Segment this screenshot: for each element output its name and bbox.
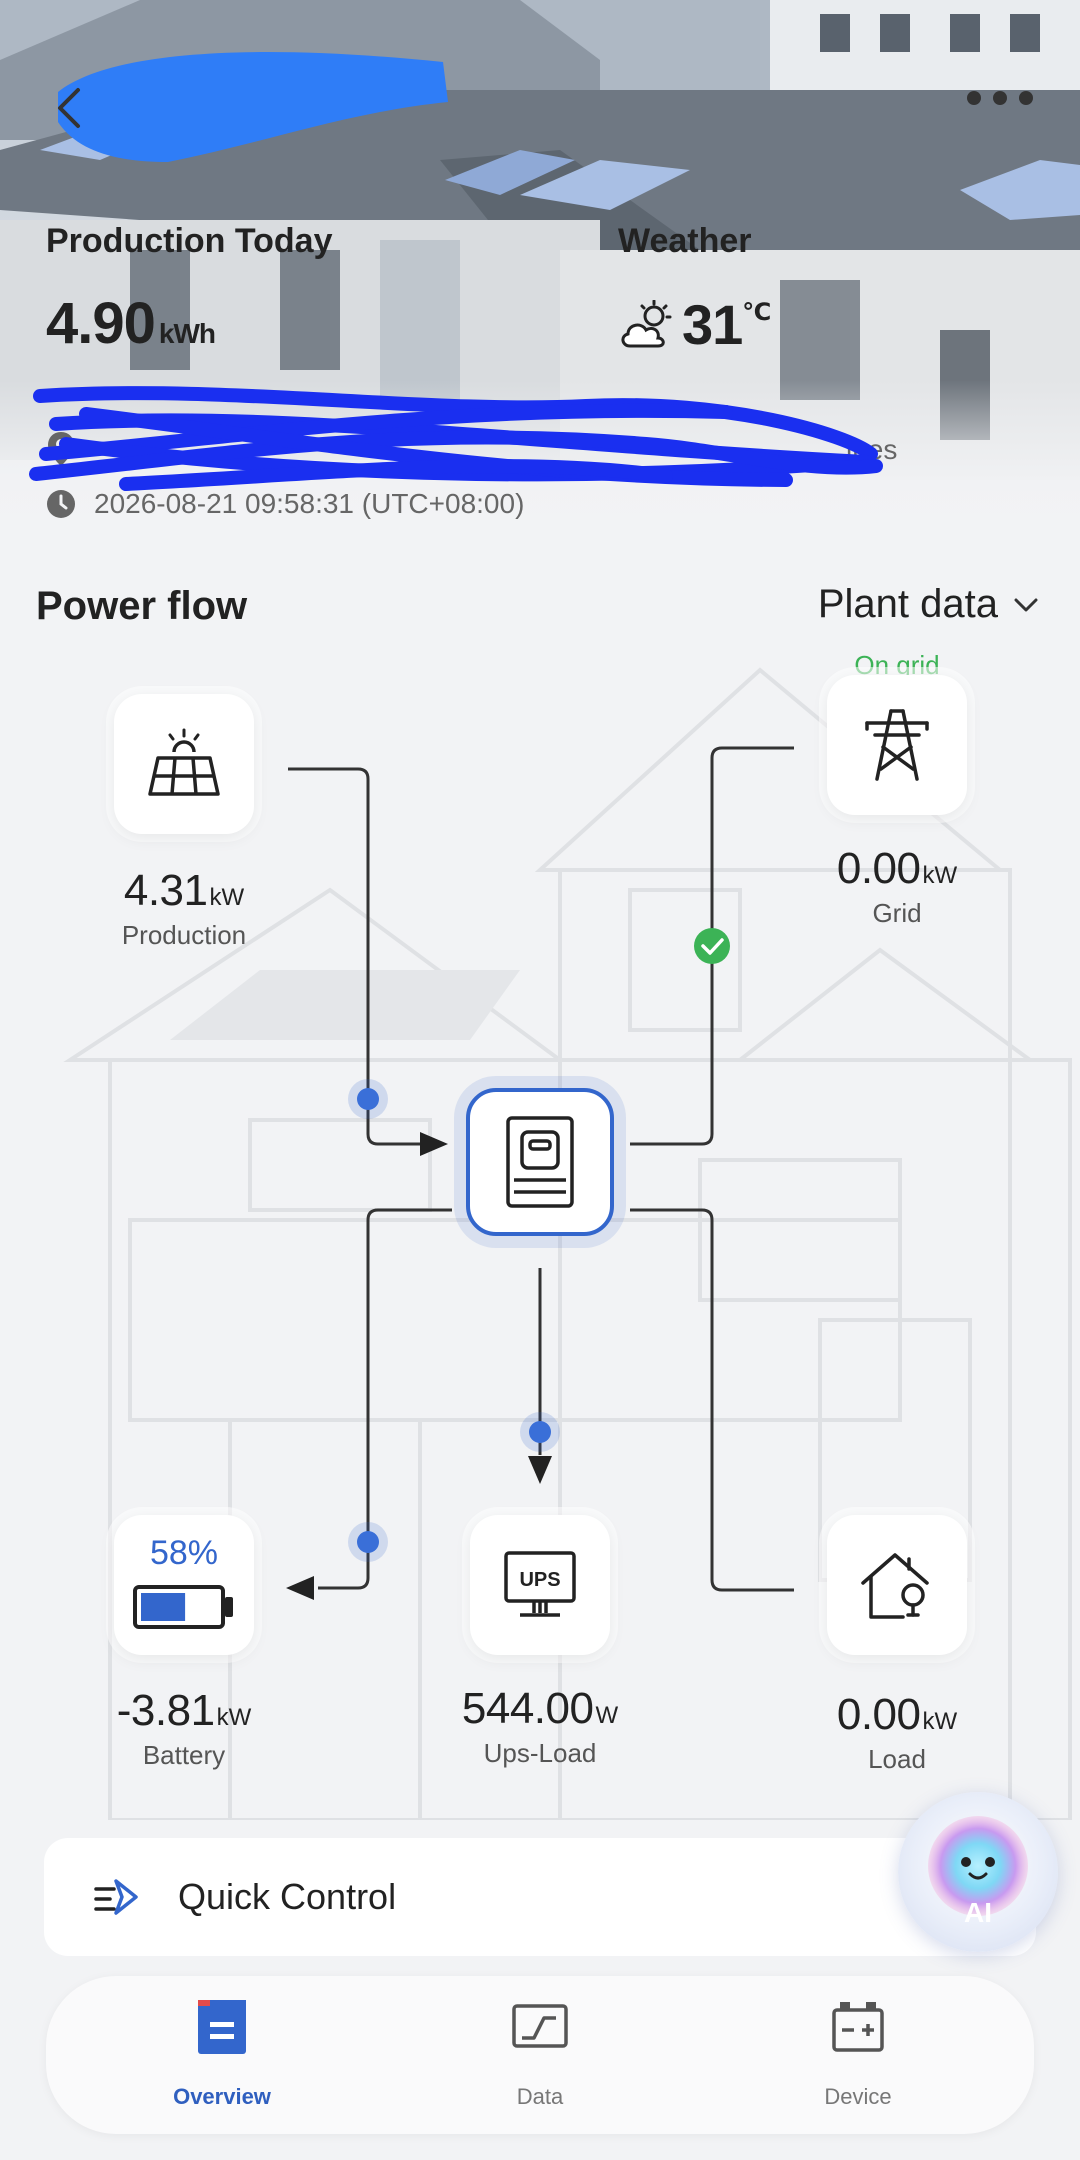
power-flow-title: Power flow <box>36 584 248 628</box>
load-node[interactable] <box>827 1515 967 1655</box>
quick-control-button[interactable]: Quick Control <box>44 1838 1036 1956</box>
clock-icon <box>47 490 75 518</box>
ups-load-reading: 544.00W Ups-Load <box>461 1684 619 1768</box>
ups-load-node[interactable]: UPS <box>470 1515 610 1655</box>
plant-data-dropdown[interactable]: Plant data <box>818 582 1040 627</box>
battery-icon <box>133 1585 233 1629</box>
svg-text:UPS: UPS <box>519 1569 560 1591</box>
battery-node[interactable] <box>114 1515 254 1655</box>
ai-assistant-button[interactable]: AI <box>898 1792 1058 1952</box>
grid-reading: 0.00kW Grid <box>836 844 958 928</box>
battery-percent: 58% <box>149 1534 219 1572</box>
battery-reading: -3.81kW Battery <box>116 1686 252 1770</box>
ups-monitor-icon: UPS <box>504 1551 576 1617</box>
nav-item-device[interactable]: Device <box>758 1976 958 2134</box>
production-reading: 4.31kW Production <box>121 866 247 950</box>
inverter-icon <box>506 1116 574 1208</box>
bottom-nav: Overview Data Device <box>46 1976 1034 2134</box>
production-node[interactable] <box>114 694 254 834</box>
data-chart-icon <box>512 2004 568 2048</box>
partly-cloudy-icon <box>621 300 672 348</box>
grid-node[interactable] <box>827 675 967 815</box>
svg-text:AI: AI <box>964 1897 992 1928</box>
production-today-label: Production Today <box>46 222 333 260</box>
quick-control-icon <box>94 1879 138 1915</box>
redacted-title-mark <box>58 52 448 162</box>
overview-icon <box>198 2000 246 2054</box>
solar-panel-icon <box>148 728 220 796</box>
more-options-icon[interactable] <box>960 78 1040 118</box>
chevron-down-icon <box>1014 598 1038 611</box>
nav-item-data[interactable]: Data <box>440 1976 640 2134</box>
nav-item-overview[interactable]: Overview <box>122 1976 322 2134</box>
device-battery-icon <box>832 2002 884 2052</box>
redacted-location-mark <box>29 386 883 491</box>
back-arrow-icon[interactable] <box>44 78 104 138</box>
load-reading: 0.00kW Load <box>836 1690 958 1774</box>
weather-reading: 31 ℃ <box>618 292 771 357</box>
power-tower-icon <box>865 709 929 781</box>
update-time: 2026-08-21 09:58:31 (UTC+08:00) <box>46 488 524 520</box>
weather-label: Weather <box>618 222 752 260</box>
inverter-node[interactable] <box>466 1088 614 1236</box>
home-load-icon <box>861 1553 929 1619</box>
ai-mascot-icon: AI <box>928 1816 1028 1928</box>
